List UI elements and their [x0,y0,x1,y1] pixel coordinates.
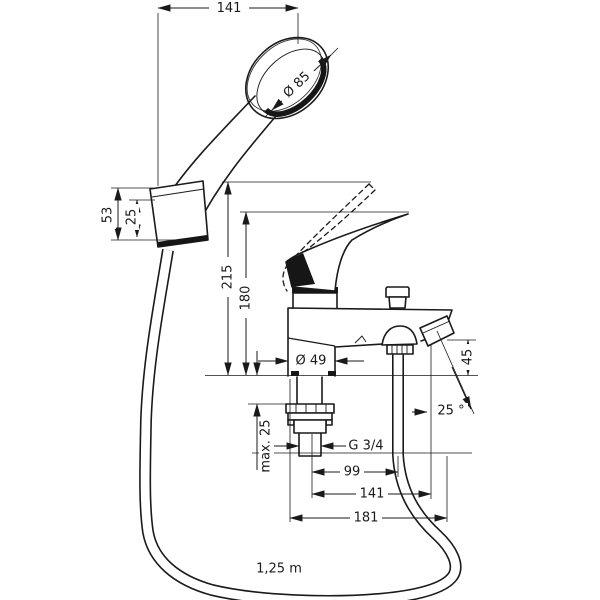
mounting-shank [285,376,335,457]
faucet-body [282,183,455,457]
dim-label-holder-offset: 25 [125,209,140,226]
escutcheon-ring [292,287,338,293]
dim-label-spout-drop: 45 [461,349,476,366]
dim-label-top-width: 141 [217,1,242,16]
lever-nose [286,253,315,287]
extension-lines [111,13,478,522]
dim-label-deck-thickness: max. 25 [259,419,274,472]
lever-handle-dashed [282,183,376,292]
lever-handle [285,213,409,292]
dim-label-axis-to-hose: 99 [344,465,361,480]
diverter-knob [385,286,410,309]
shower-handle-edge-right [195,115,277,229]
dim-label-base-diameter: Ø 49 [296,354,327,369]
dimension-labels: 141 Ø 85 53 25 215 180 Ø 49 45 25 ° [100,1,476,577]
dim-label-lever-height: 180 [239,286,254,311]
label-hose-length: 1,25 m [256,562,302,577]
dim-label-thread-size: G 3/4 [348,439,383,454]
dim-label-overall-width: 181 [354,511,379,526]
shower-hose [139,249,462,600]
shower-handle-edge-left [167,95,256,197]
dim-label-holder-height: 53 [101,207,116,224]
spout-underside [334,343,384,348]
dim-label-overall-height: 215 [221,265,236,290]
hose-connector [381,325,418,355]
dim-label-axis-to-tip: 141 [360,487,385,502]
shower-holder-bracket [149,180,209,248]
dim-label-spray-angle: 25 ° [437,404,464,419]
